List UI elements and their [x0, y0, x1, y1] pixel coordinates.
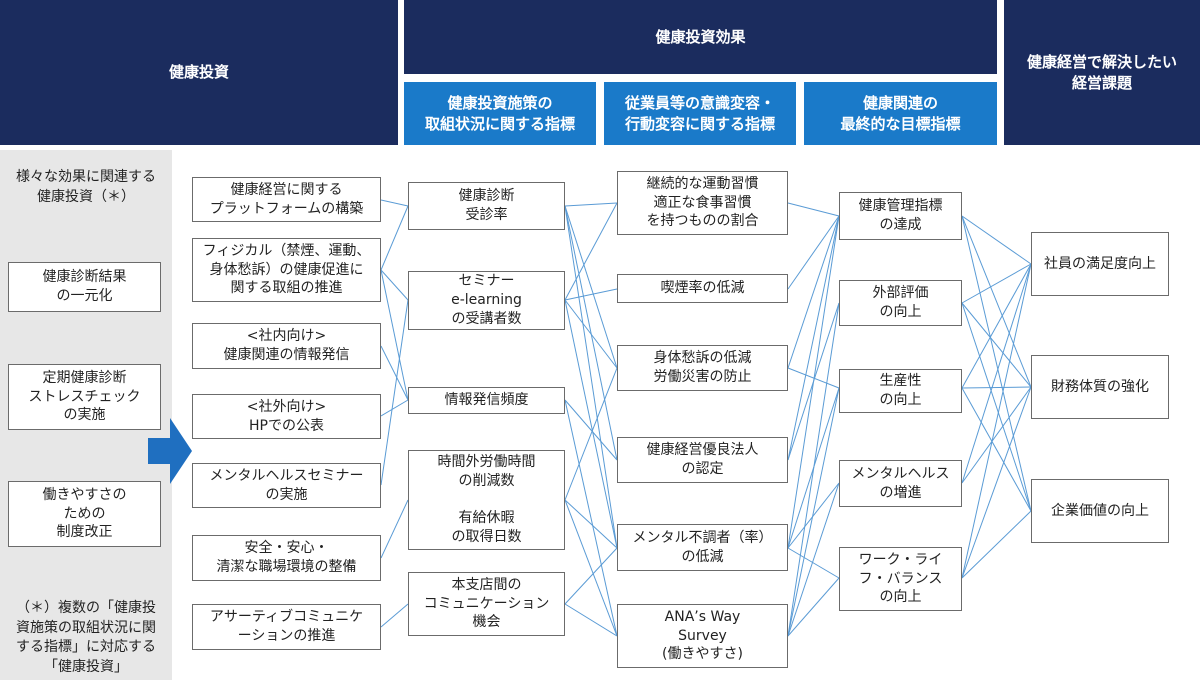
col1-item: 安全・安心・ 清潔な職場環境の整備: [192, 535, 381, 581]
col4-item: 生産性 の向上: [839, 369, 962, 413]
col2-item: 情報発信頻度: [408, 387, 565, 414]
col1-item: 健康経営に関する プラットフォームの構築: [192, 177, 381, 222]
col5-item: 財務体質の強化: [1031, 355, 1169, 419]
subheader-final-goals: 健康関連の 最終的な目標指標: [804, 82, 997, 145]
subheader-initiatives: 健康投資施策の 取組状況に関する指標: [404, 82, 596, 145]
col4-item: メンタルヘルス の増進: [839, 460, 962, 507]
col1-item: フィジカル（禁煙、運動、 身体愁訴）の健康促進に 関する取組の推進: [192, 238, 381, 302]
col3-item: 喫煙率の低減: [617, 274, 788, 303]
left-note-bottom: （＊）複数の「健康投 資施策の取組状況に関 する指標」に対応する 「健康投資」: [16, 600, 156, 675]
col3-item: 身体愁訴の低減 労働災害の防止: [617, 345, 788, 391]
header-effect: 健康投資効果: [404, 0, 997, 74]
col2-item: 本支店間の コミュニケーション 機会: [408, 572, 565, 636]
col3-item: 健康経営優良法人 の認定: [617, 437, 788, 483]
col2-item: セミナー e-learning の受講者数: [408, 271, 565, 330]
left-item-2: 定期健康診断 ストレスチェック の実施: [8, 364, 161, 430]
col5-item: 企業価値の向上: [1031, 479, 1169, 543]
col1-item: アサーティブコミュニケ ーションの推進: [192, 604, 381, 650]
col1-item: <社内向け> 健康関連の情報発信: [192, 323, 381, 369]
col1-item: <社外向け> HPでの公表: [192, 394, 381, 439]
header-issues: 健康経営で解決したい 経営課題: [1004, 0, 1200, 145]
subheader-behavior: 従業員等の意識変容・ 行動変容に関する指標: [604, 82, 796, 145]
col4-item: 外部評価 の向上: [839, 280, 962, 326]
left-item-3: 働きやすさの ための 制度改正: [8, 481, 161, 547]
col4-item: ワーク・ライ フ・バランス の向上: [839, 547, 962, 611]
col3-item: メンタル不調者（率） の低減: [617, 524, 788, 571]
col3-item: 継続的な運動習慣 適正な食事習慣 を持つものの割合: [617, 171, 788, 235]
col4-item: 健康管理指標 の達成: [839, 192, 962, 240]
col3-item: ANA’s Way Survey (働きやすさ): [617, 604, 788, 668]
right-arrow-icon: [148, 418, 192, 484]
col5-item: 社員の満足度向上: [1031, 232, 1169, 296]
left-note-top: 様々な効果に関連する 健康投資（＊）: [16, 169, 156, 205]
col2-item: 時間外労働時間 の削減数 有給休暇 の取得日数: [408, 450, 565, 550]
col2-item: 健康診断 受診率: [408, 182, 565, 230]
left-item-1: 健康診断結果 の一元化: [8, 262, 161, 312]
header-investment: 健康投資: [0, 0, 398, 145]
col1-item: メンタルヘルスセミナー の実施: [192, 463, 381, 508]
